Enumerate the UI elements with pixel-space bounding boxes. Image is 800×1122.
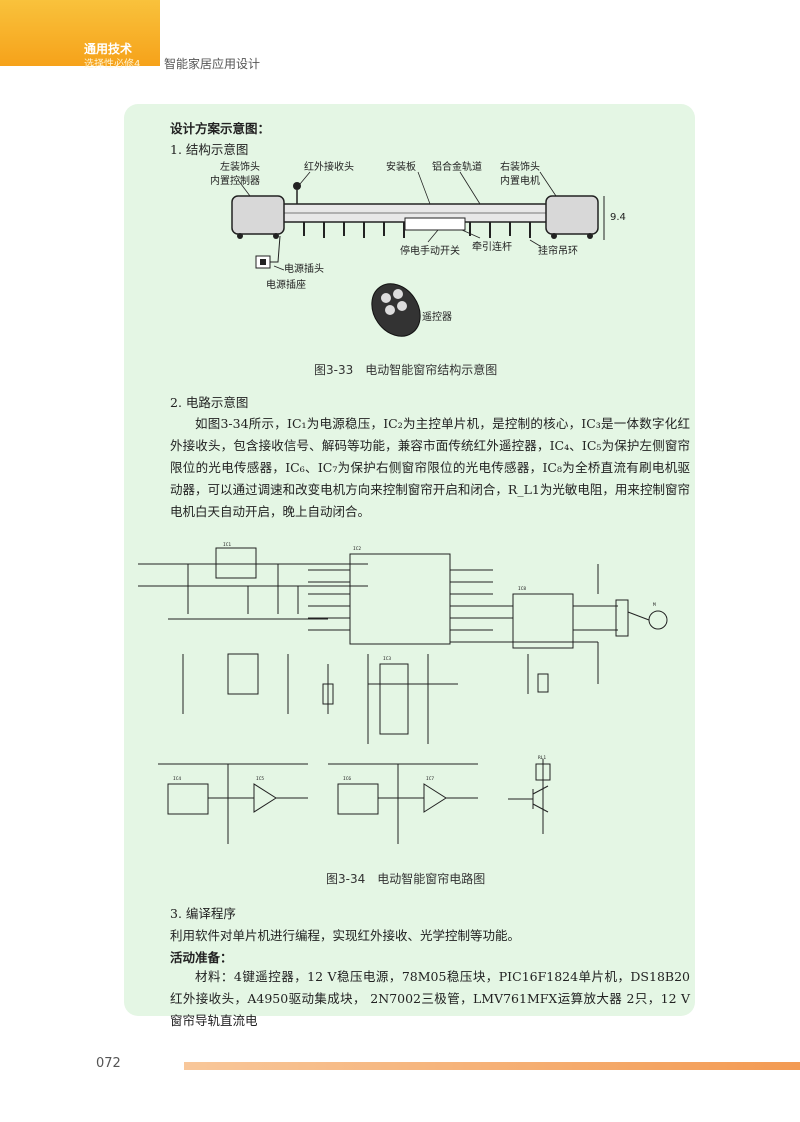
series-title: 通用技术: [84, 42, 133, 56]
figure2-caption: 图3-34 电动智能窗帘电路图: [326, 872, 486, 886]
page-number: 072: [96, 1056, 121, 1071]
label-right-motor: 内置电机: [500, 174, 540, 187]
section1-title: 1. 结构示意图: [170, 142, 249, 157]
svg-text:IC8: IC8: [518, 586, 526, 592]
svg-text:RL1: RL1: [538, 755, 546, 761]
height-mark: 9.4: [610, 212, 626, 223]
footer-bar: [184, 1062, 800, 1070]
structure-diagram: 9.4 左装饰头 内置控制器 红外接收头 安装板 铝合金轨道 右装饰头 内置电机…: [210, 160, 626, 337]
label-aluminum-rail: 铝合金轨道: [432, 160, 482, 173]
series-subtitle: 选择性必修4: [84, 59, 141, 70]
label-power-off-switch: 停电手动开关: [400, 244, 460, 257]
section3-title: 3. 编译程序: [170, 906, 236, 921]
svg-text:IC7: IC7: [426, 776, 434, 782]
label-power-plug: 电源插头: [284, 262, 324, 275]
svg-text:IC1: IC1: [223, 542, 231, 548]
label-right-cover: 右装饰头: [500, 160, 540, 173]
label-ir-receiver: 红外接收头: [304, 160, 354, 173]
design-heading: 设计方案示意图：: [170, 121, 271, 136]
label-hang-ring: 挂帘吊环: [538, 244, 578, 257]
label-pull-rod: 牵引连杆: [472, 240, 512, 253]
svg-text:M: M: [653, 602, 656, 608]
header-corner-block: 通用技术 选择性必修4: [0, 0, 160, 70]
label-remote: 遥控器: [422, 310, 452, 323]
label-power-socket: 电源插座: [266, 278, 306, 291]
section3-paragraph: 利用软件对单片机进行编程，实现红外接收、光学控制等功能。: [170, 928, 521, 943]
section2-title: 2. 电路示意图: [170, 395, 249, 410]
svg-text:IC5: IC5: [256, 776, 264, 782]
section2-paragraph: 如图3-34所示，IC₁为电源稳压，IC₂为主控单片机，是控制的核心，IC₃是一…: [170, 416, 690, 519]
svg-text:IC2: IC2: [353, 546, 361, 552]
svg-text:IC4: IC4: [173, 776, 181, 782]
activity-heading: 活动准备：: [170, 950, 233, 965]
svg-text:IC3: IC3: [383, 656, 391, 662]
svg-text:IC6: IC6: [343, 776, 351, 782]
label-mount-plate: 安装板: [386, 160, 416, 173]
materials-paragraph: 材料：4键遥控器，12 V稳压电源，78M05稳压块，PIC16F1824单片机…: [170, 969, 690, 1028]
chapter-title: 智能家居应用设计: [164, 57, 261, 71]
content-card: [124, 104, 695, 1016]
label-left-cover: 左装饰头: [220, 160, 260, 173]
label-left-controller: 内置控制器: [210, 174, 260, 187]
figure1-caption: 图3-33 电动智能窗帘结构示意图: [314, 363, 498, 377]
